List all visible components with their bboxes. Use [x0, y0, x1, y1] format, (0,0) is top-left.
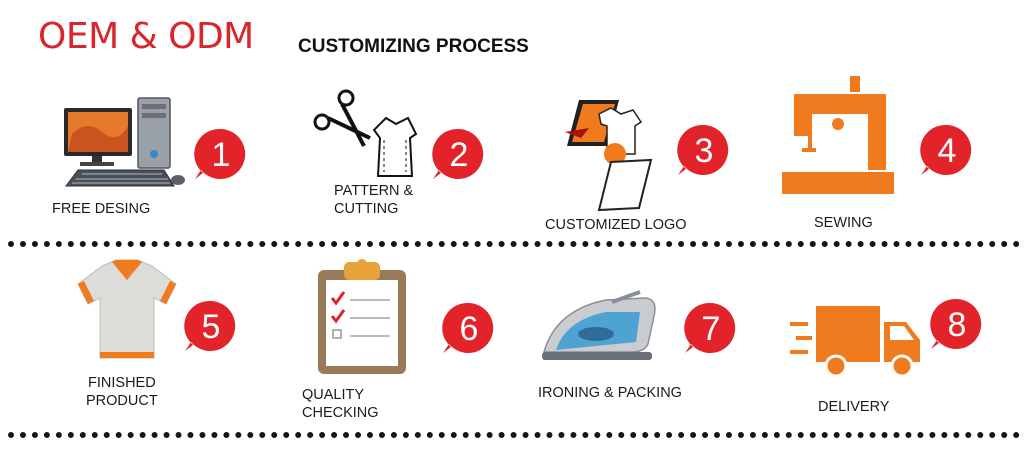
step-label: PATTERN & CUTTING — [334, 183, 414, 217]
iron-icon — [542, 290, 656, 360]
step-1: 1 FREE DESING — [52, 94, 252, 224]
process-title: CUSTOMIZING PROCESS — [298, 36, 529, 57]
step-label: SEWING — [814, 215, 873, 231]
step-label: QUALITY CHECKING — [302, 387, 379, 421]
badge-number: 7 — [702, 310, 721, 348]
logo-print-icon — [565, 100, 653, 212]
sewing-machine-icon — [782, 76, 894, 194]
badge-number: 2 — [450, 136, 469, 174]
number-badge-7: 7 — [684, 302, 736, 353]
step-label: FREE DESING — [52, 201, 151, 217]
scissors-pattern-icon — [313, 89, 418, 177]
number-badge-4: 4 — [920, 124, 972, 175]
step-5: 5 FINISHED PRODUCT — [72, 258, 272, 418]
badge-number: 3 — [695, 132, 714, 170]
step-4: 4 SEWING — [782, 74, 1002, 234]
step-3: 3 CUSTOMIZED LOGO — [545, 92, 745, 233]
number-badge-2: 2 — [432, 128, 484, 179]
step-label: DELIVERY — [818, 399, 890, 415]
number-badge-3: 3 — [677, 124, 729, 175]
step-2: 2 PATTERN & CUTTING — [312, 88, 512, 228]
number-badge-1: 1 — [194, 128, 246, 179]
brand-title: OEM & ODM — [38, 16, 254, 57]
badge-number: 6 — [460, 310, 479, 348]
computer-icon — [64, 97, 185, 187]
step-label: CUSTOMIZED LOGO — [545, 217, 687, 233]
clipboard-checklist-icon — [318, 259, 406, 374]
step-8: 8 DELIVERY — [790, 296, 1010, 426]
badge-number: 4 — [938, 132, 957, 170]
step-label: FINISHED PRODUCT — [86, 375, 158, 409]
badge-number: 5 — [202, 308, 221, 346]
badge-number: 8 — [948, 306, 967, 344]
badge-number: 1 — [212, 136, 231, 174]
polo-shirt-icon — [77, 259, 177, 359]
number-badge-5: 5 — [184, 300, 236, 351]
divider-bottom — [8, 432, 1020, 438]
step-6: 6 QUALITY CHECKING — [300, 256, 520, 424]
divider-top — [8, 241, 1020, 247]
delivery-truck-icon — [790, 306, 920, 378]
step-label: IRONING & PACKING — [538, 385, 682, 401]
number-badge-6: 6 — [442, 302, 494, 353]
step-7: 7 IRONING & PACKING — [536, 280, 756, 410]
number-badge-8: 8 — [930, 298, 982, 349]
